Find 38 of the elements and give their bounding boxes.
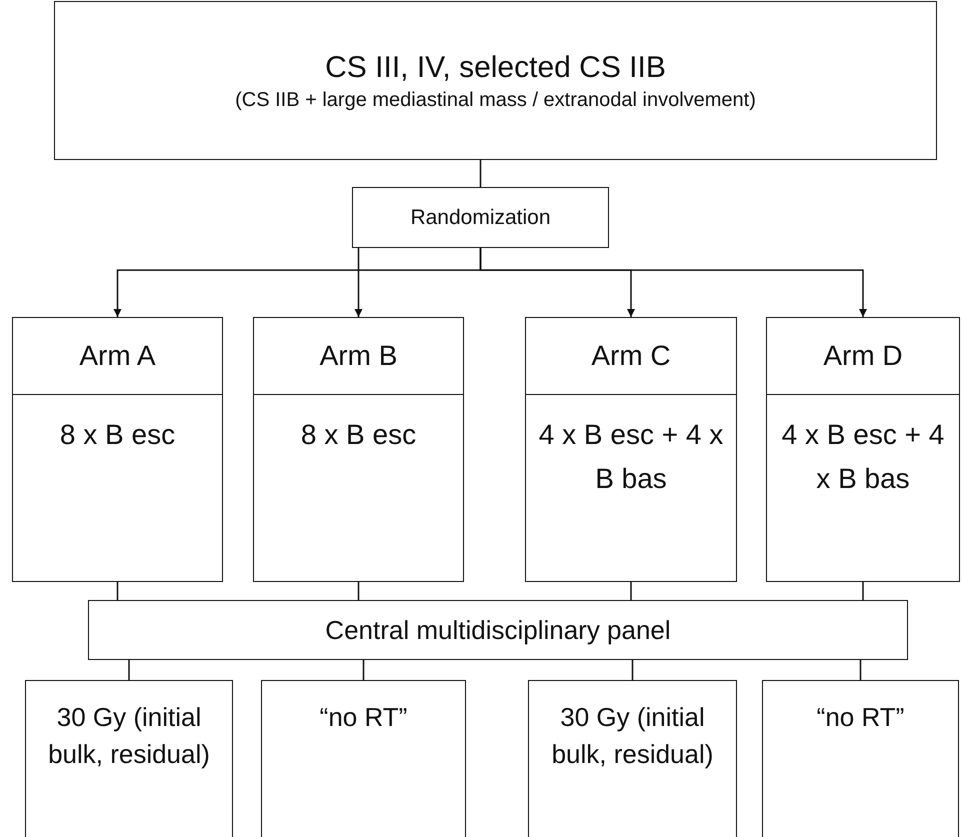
arm-regimen: 4 x B esc + 4 x B bas <box>538 418 724 496</box>
arm-box <box>525 317 737 582</box>
connector-line <box>358 582 360 600</box>
arrow <box>354 248 362 317</box>
step-label: Randomization <box>410 206 551 230</box>
flow-box <box>25 680 233 837</box>
heading-text: CS III, IV, selected CS IIB <box>325 50 666 86</box>
arm-box <box>766 317 960 582</box>
connector-line <box>632 660 634 680</box>
flow-box <box>54 1 937 160</box>
flow-box <box>261 680 466 837</box>
arm-box <box>12 317 223 582</box>
connector-line <box>480 160 482 187</box>
treatment-label: 30 Gy (initial bulk, residual) <box>550 701 714 771</box>
arm-regimen: 8 x B esc <box>58 418 176 452</box>
flow-box <box>528 680 737 837</box>
connector-line <box>630 582 632 600</box>
connector-line <box>862 582 864 600</box>
arrow <box>480 248 867 317</box>
connector-line <box>860 660 862 680</box>
connector-line <box>116 582 118 600</box>
treatment-label: 30 Gy (initial bulk, residual) <box>47 701 211 771</box>
arm-regimen: 8 x B esc <box>300 418 418 452</box>
treatment-label: “no RT” <box>816 701 906 734</box>
flow-box <box>352 187 609 248</box>
connector-line <box>128 660 130 680</box>
arm-heading: Arm C <box>526 318 736 395</box>
flow-box <box>762 680 959 837</box>
treatment-label: “no RT” <box>318 701 408 734</box>
arm-heading: Arm D <box>767 318 959 395</box>
arm-heading: Arm A <box>13 318 222 395</box>
arm-regimen: 4 x B esc + 4 x B bas <box>780 418 946 496</box>
subheading-text: (CS IIB + large mediastinal mass / extranodal involvement) <box>235 88 756 112</box>
arm-heading: Arm B <box>254 318 463 395</box>
arm-box <box>253 317 464 582</box>
flow-box <box>88 600 908 660</box>
connector-line <box>362 660 364 680</box>
panel-label: Central multidisciplinary panel <box>325 614 671 646</box>
